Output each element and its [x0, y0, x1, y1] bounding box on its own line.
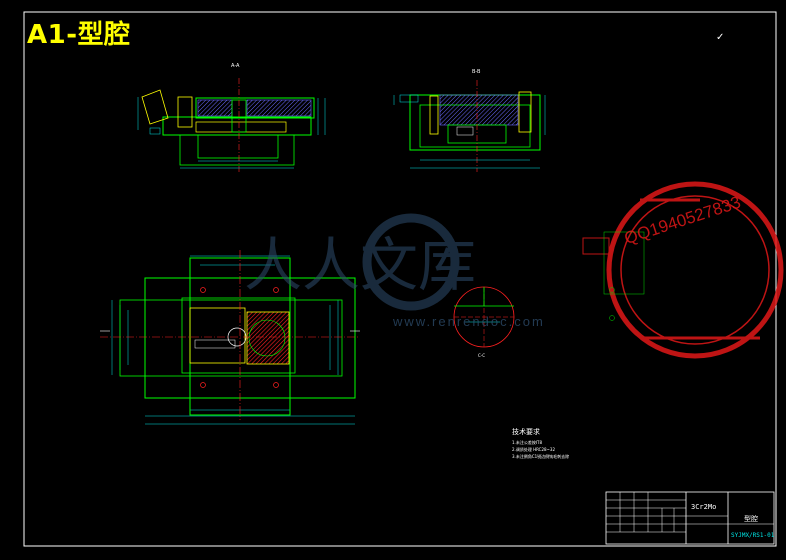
plan-view [100, 250, 360, 425]
watermark-url: www.renrendoc.com [393, 314, 545, 329]
watermark: 人人文库 [244, 213, 476, 311]
screw-hole-3 [200, 382, 206, 388]
screw-hole-2 [273, 287, 279, 293]
roughness-symbol: ✓ [716, 32, 724, 43]
sheet-border [23, 11, 777, 547]
notes-heading: 技术要求 [512, 428, 540, 436]
screw-hole-1 [200, 287, 206, 293]
section-label-b: B-B [472, 69, 481, 75]
detail-label: C-C [478, 353, 485, 358]
cavity-hatch [246, 311, 290, 365]
detail-view: C-C [453, 286, 515, 358]
section-view-a: A-A [137, 63, 326, 172]
red-stamp [582, 181, 784, 359]
drawing-title: A1-型腔 [27, 20, 131, 50]
note-line-3: 3.未注倒角C1锐边倒钝毛刺去除 [512, 454, 570, 459]
section-label-a: A-A [231, 63, 240, 69]
note-line-2: 2.调质处理 HRC28~32 [512, 447, 555, 452]
watermark-ring [362, 213, 460, 311]
hatch-area-a1 [197, 99, 233, 117]
title-block-material: 3Cr2Mo [691, 503, 717, 511]
watermark-brand: 人人文库 [244, 231, 476, 299]
title-block [605, 491, 775, 545]
cavity-bore [248, 319, 286, 357]
hatch-area-b1 [439, 94, 519, 126]
title-block-part-name: 型腔 [744, 515, 758, 523]
screw-hole-4 [273, 382, 279, 388]
hatch-area-a2 [246, 99, 312, 117]
note-line-1: 1.未注公差按IT8 [512, 440, 542, 445]
title-block-drawing-number: SYJMX/RS1-01 [731, 532, 775, 539]
section-view-b: B-B [393, 69, 546, 172]
